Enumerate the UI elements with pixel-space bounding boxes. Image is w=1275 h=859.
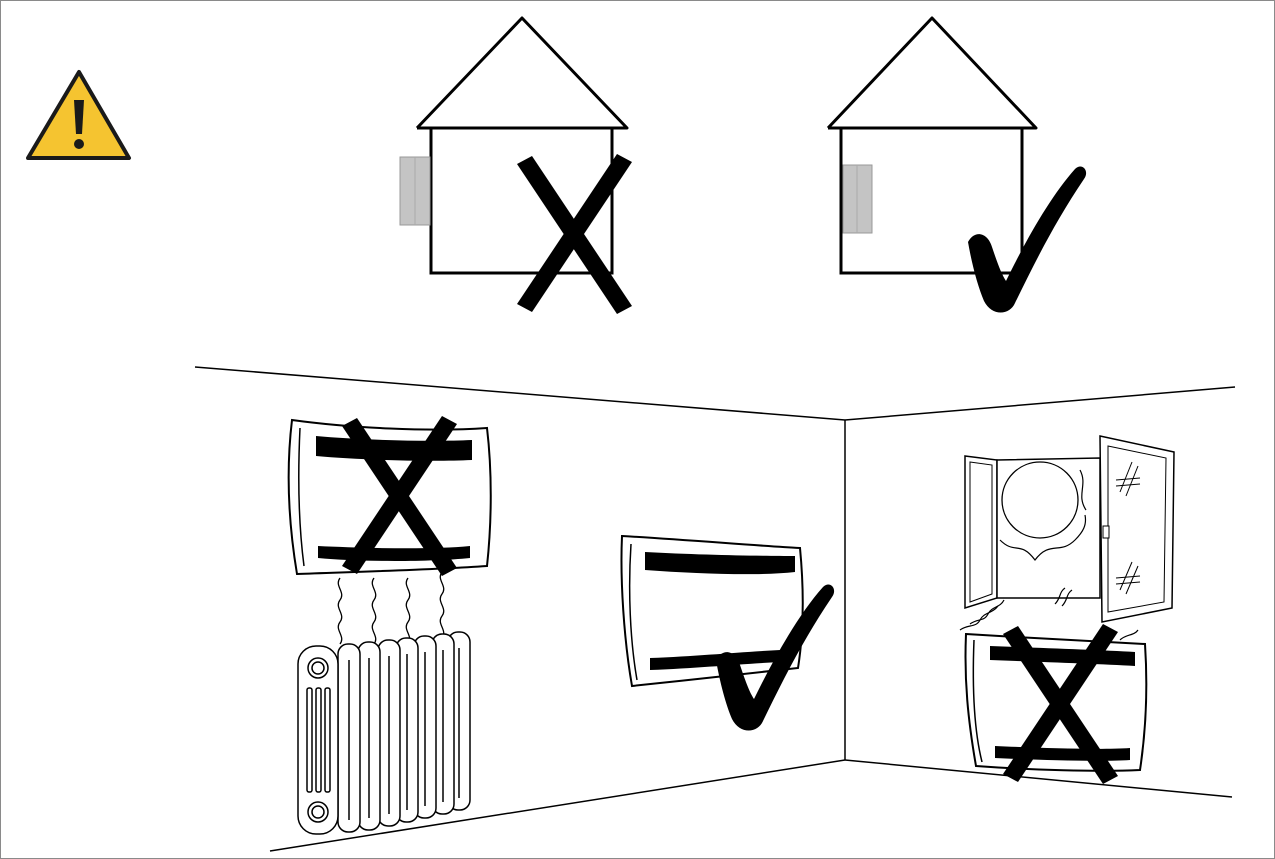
heater-free-wall bbox=[620, 534, 835, 731]
heater-above-radiator bbox=[287, 416, 492, 645]
x-mark-icon bbox=[517, 154, 632, 314]
draft-waves bbox=[959, 587, 1139, 641]
gray-device-outside bbox=[399, 156, 431, 226]
room-outline bbox=[194, 366, 1236, 852]
radiator bbox=[297, 631, 471, 835]
heat-waves bbox=[337, 571, 445, 645]
warning-triangle-icon bbox=[26, 70, 131, 160]
gray-device-inside bbox=[842, 164, 873, 234]
check-mark-icon bbox=[968, 166, 1087, 313]
house-inside-wall bbox=[826, 16, 1087, 313]
glass-reflection-marks bbox=[1115, 461, 1141, 595]
house-outside-wall bbox=[399, 16, 632, 314]
open-window bbox=[959, 435, 1175, 641]
heater-below-window bbox=[964, 624, 1148, 784]
